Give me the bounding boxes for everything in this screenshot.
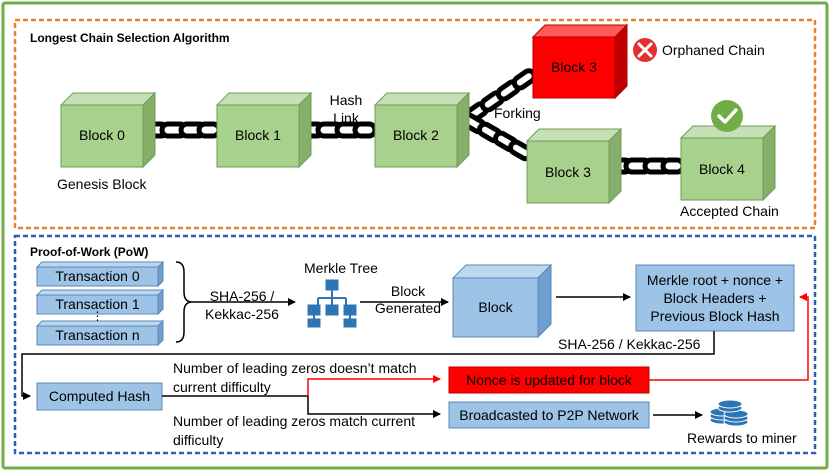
block-4-cube [679,124,777,202]
accepted-chain-label: Accepted Chain [680,203,779,219]
transaction-n-box [35,319,165,347]
transaction-n-label: Transaction n [55,327,140,343]
block-0-cube [59,91,157,169]
block-2-label: Block 2 [393,127,439,143]
genesis-block-label: Genesis Block [57,176,147,192]
hash-link-label: Hash Link [329,92,363,126]
orphaned-x-icon [633,38,657,62]
nonce-feedback-line [649,293,809,381]
accepted-check-icon [711,100,743,132]
transaction-0-box [35,260,165,288]
sha-kekkac-label-2: SHA-256 / Kekkac-256 [558,336,701,352]
nonce-update-label: Nonce is updated for block [466,371,632,388]
nonce-update-box [448,366,650,394]
block-2-cube [373,91,471,169]
block-4-label: Block 4 [699,161,745,177]
block-3-orphaned-label: Block 3 [551,59,597,75]
transaction-ellipsis: ⋮ [91,309,104,323]
fork-chain-down [460,112,534,162]
broadcast-label: Broadcasted to P2P Network [459,406,639,423]
broadcast-box [448,401,650,429]
transaction-0-label: Transaction 0 [55,268,140,284]
block-generated-label: Block Generated [374,283,442,316]
block-3-accepted-cube [525,127,623,205]
rewards-label: Rewards to miner [687,430,797,446]
match-condition-label: Number of leading zeros match current di… [173,413,415,448]
block-0-label: Block 0 [79,127,125,143]
longest-chain-section-frame [13,18,817,230]
mismatch-condition-label: Number of leading zeros doesn’t match cu… [173,360,417,395]
arrow-to-nonce [307,375,441,396]
longest-chain-title: Longest Chain Selection Algorithm [30,31,230,45]
block-3-accepted-label: Block 3 [545,164,591,180]
pow-section-frame [13,234,817,455]
arrow-to-broadcast [307,396,441,418]
merkle-tree-icon [307,279,357,328]
forking-label: Forking [494,105,541,121]
coins-icon [709,399,749,427]
pow-block-cube [451,263,553,339]
merkle-tree-label: Merkle Tree [304,260,378,276]
computed-hash-box [36,382,163,411]
merkle-root-label: Merkle root + nonce + Block Headers + Pr… [646,272,784,324]
orphaned-chain-label: Orphaned Chain [662,42,765,58]
block-1-label: Block 1 [235,127,281,143]
transaction-1-box [35,288,165,316]
sha-kekkac-label-1: SHA-256 / Kekkac-256 [205,288,279,322]
sha-feedback-line [21,331,715,400]
pow-block-label: Block [478,299,513,315]
computed-hash-label: Computed Hash [48,388,151,404]
transaction-1-label: Transaction 1 [55,296,140,312]
transactions-brace [175,261,193,343]
merkle-root-box [635,264,795,332]
block-3-orphaned-cube [531,23,629,100]
block-1-cube [215,91,313,169]
pow-title: Proof-of-Work (PoW) [30,245,149,259]
